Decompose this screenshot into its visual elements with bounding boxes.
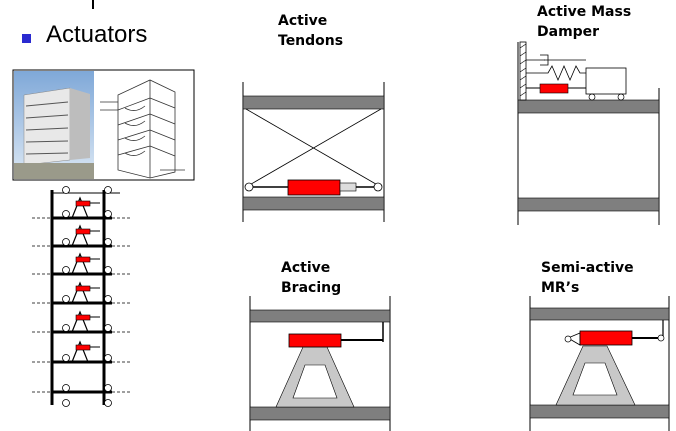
tendon-actuator xyxy=(287,179,341,196)
amd-actuator xyxy=(539,83,569,94)
active-tendons-diagram xyxy=(242,82,385,222)
label-active-tendons: Active Tendons xyxy=(278,13,344,49)
building-frame-elevation xyxy=(32,186,130,407)
active-mass-damper-diagram xyxy=(517,41,660,225)
damper-mass xyxy=(585,67,627,95)
label-semi-active-mr: Semi-active MR’s xyxy=(541,260,634,296)
semi-active-mr-diagram xyxy=(529,296,670,431)
bracing-actuator xyxy=(288,333,342,348)
bullet-actuators: Actuators xyxy=(46,21,148,48)
active-bracing-diagram xyxy=(249,296,391,431)
bullet-marker xyxy=(22,34,31,43)
building-photo-panel xyxy=(12,69,195,181)
mr-damper xyxy=(579,330,633,346)
title-remnant xyxy=(92,0,94,9)
label-active-mass-damper: Active Mass Damper xyxy=(537,4,632,40)
label-active-bracing: Active Bracing xyxy=(281,260,342,296)
